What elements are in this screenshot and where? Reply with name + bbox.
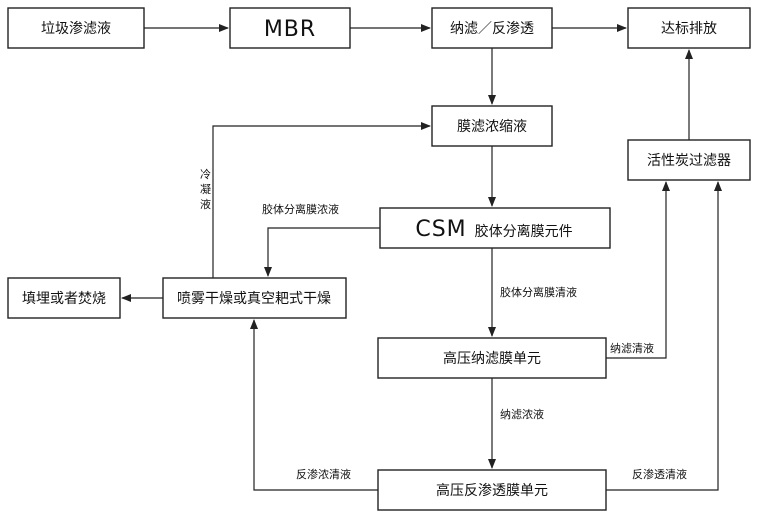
node-hp-nf: 高压纳滤膜单元 [377,337,607,379]
node-discharge-label: 达标排放 [661,21,717,37]
node-membrane-concentrate: 膜滤浓缩液 [431,105,553,147]
edge-label-ro-concentrate: 反渗浓清液 [296,467,351,481]
edge-label-condensate-char: 液 [200,197,211,211]
node-carbon-filter: 活性炭过滤器 [627,139,751,181]
node-csm: CSM 胶体分离膜元件 [379,207,611,249]
edge-label-nf-concentrate: 纳滤浓液 [500,407,544,421]
node-csm-suffix: 胶体分离膜元件 [475,223,573,240]
node-leachate-label: 垃圾渗滤液 [41,21,111,37]
node-landfill-label: 填埋或者焚烧 [22,291,106,307]
edge-label-condensate-text: 冷 [200,168,211,181]
edge-label-condensate-char: 凝 [200,182,211,196]
node-dryer: 喷雾干燥或真空耙式干燥 [162,277,347,319]
arrow-csm-dryer [264,227,380,277]
edge-label-condensate: 冷 凝液 [200,168,215,211]
node-discharge: 达标排放 [627,7,751,49]
node-hp-nf-label: 高压纳滤膜单元 [443,350,541,367]
node-csm-prefix: CSM [415,217,466,242]
node-nf-ro-label: 纳滤／反渗透 [450,21,534,37]
arrow-hpro-carbon [606,181,722,491]
edge-label-nf-permeate: 纳滤清液 [610,341,654,355]
node-carbon-filter-label: 活性炭过滤器 [647,153,731,169]
node-leachate: 垃圾渗滤液 [7,7,145,49]
node-csm-label: CSM 胶体分离膜元件 [415,217,572,242]
node-mbr-label: MBR [264,17,316,42]
node-hp-ro-label: 高压反渗透膜单元 [436,482,548,499]
node-dryer-label: 喷雾干燥或真空耙式干燥 [177,291,331,307]
node-membrane-concentrate-label: 膜滤浓缩液 [457,119,527,135]
edge-label-colloid-permeate: 胶体分离膜清液 [500,285,577,299]
arrow-dryer-condensate [212,122,431,278]
node-mbr: MBR [229,7,351,49]
edge-label-colloid-concentrate: 胶体分离膜浓液 [262,202,339,216]
edge-label-ro-permeate: 反渗透清液 [632,467,687,481]
arrow-hpro-dryer [250,319,378,491]
node-nf-ro: 纳滤／反渗透 [431,7,553,49]
node-hp-ro: 高压反渗透膜单元 [377,469,607,511]
arrow-hpnf-carbon [606,181,670,359]
node-landfill: 填埋或者焚烧 [7,277,121,319]
